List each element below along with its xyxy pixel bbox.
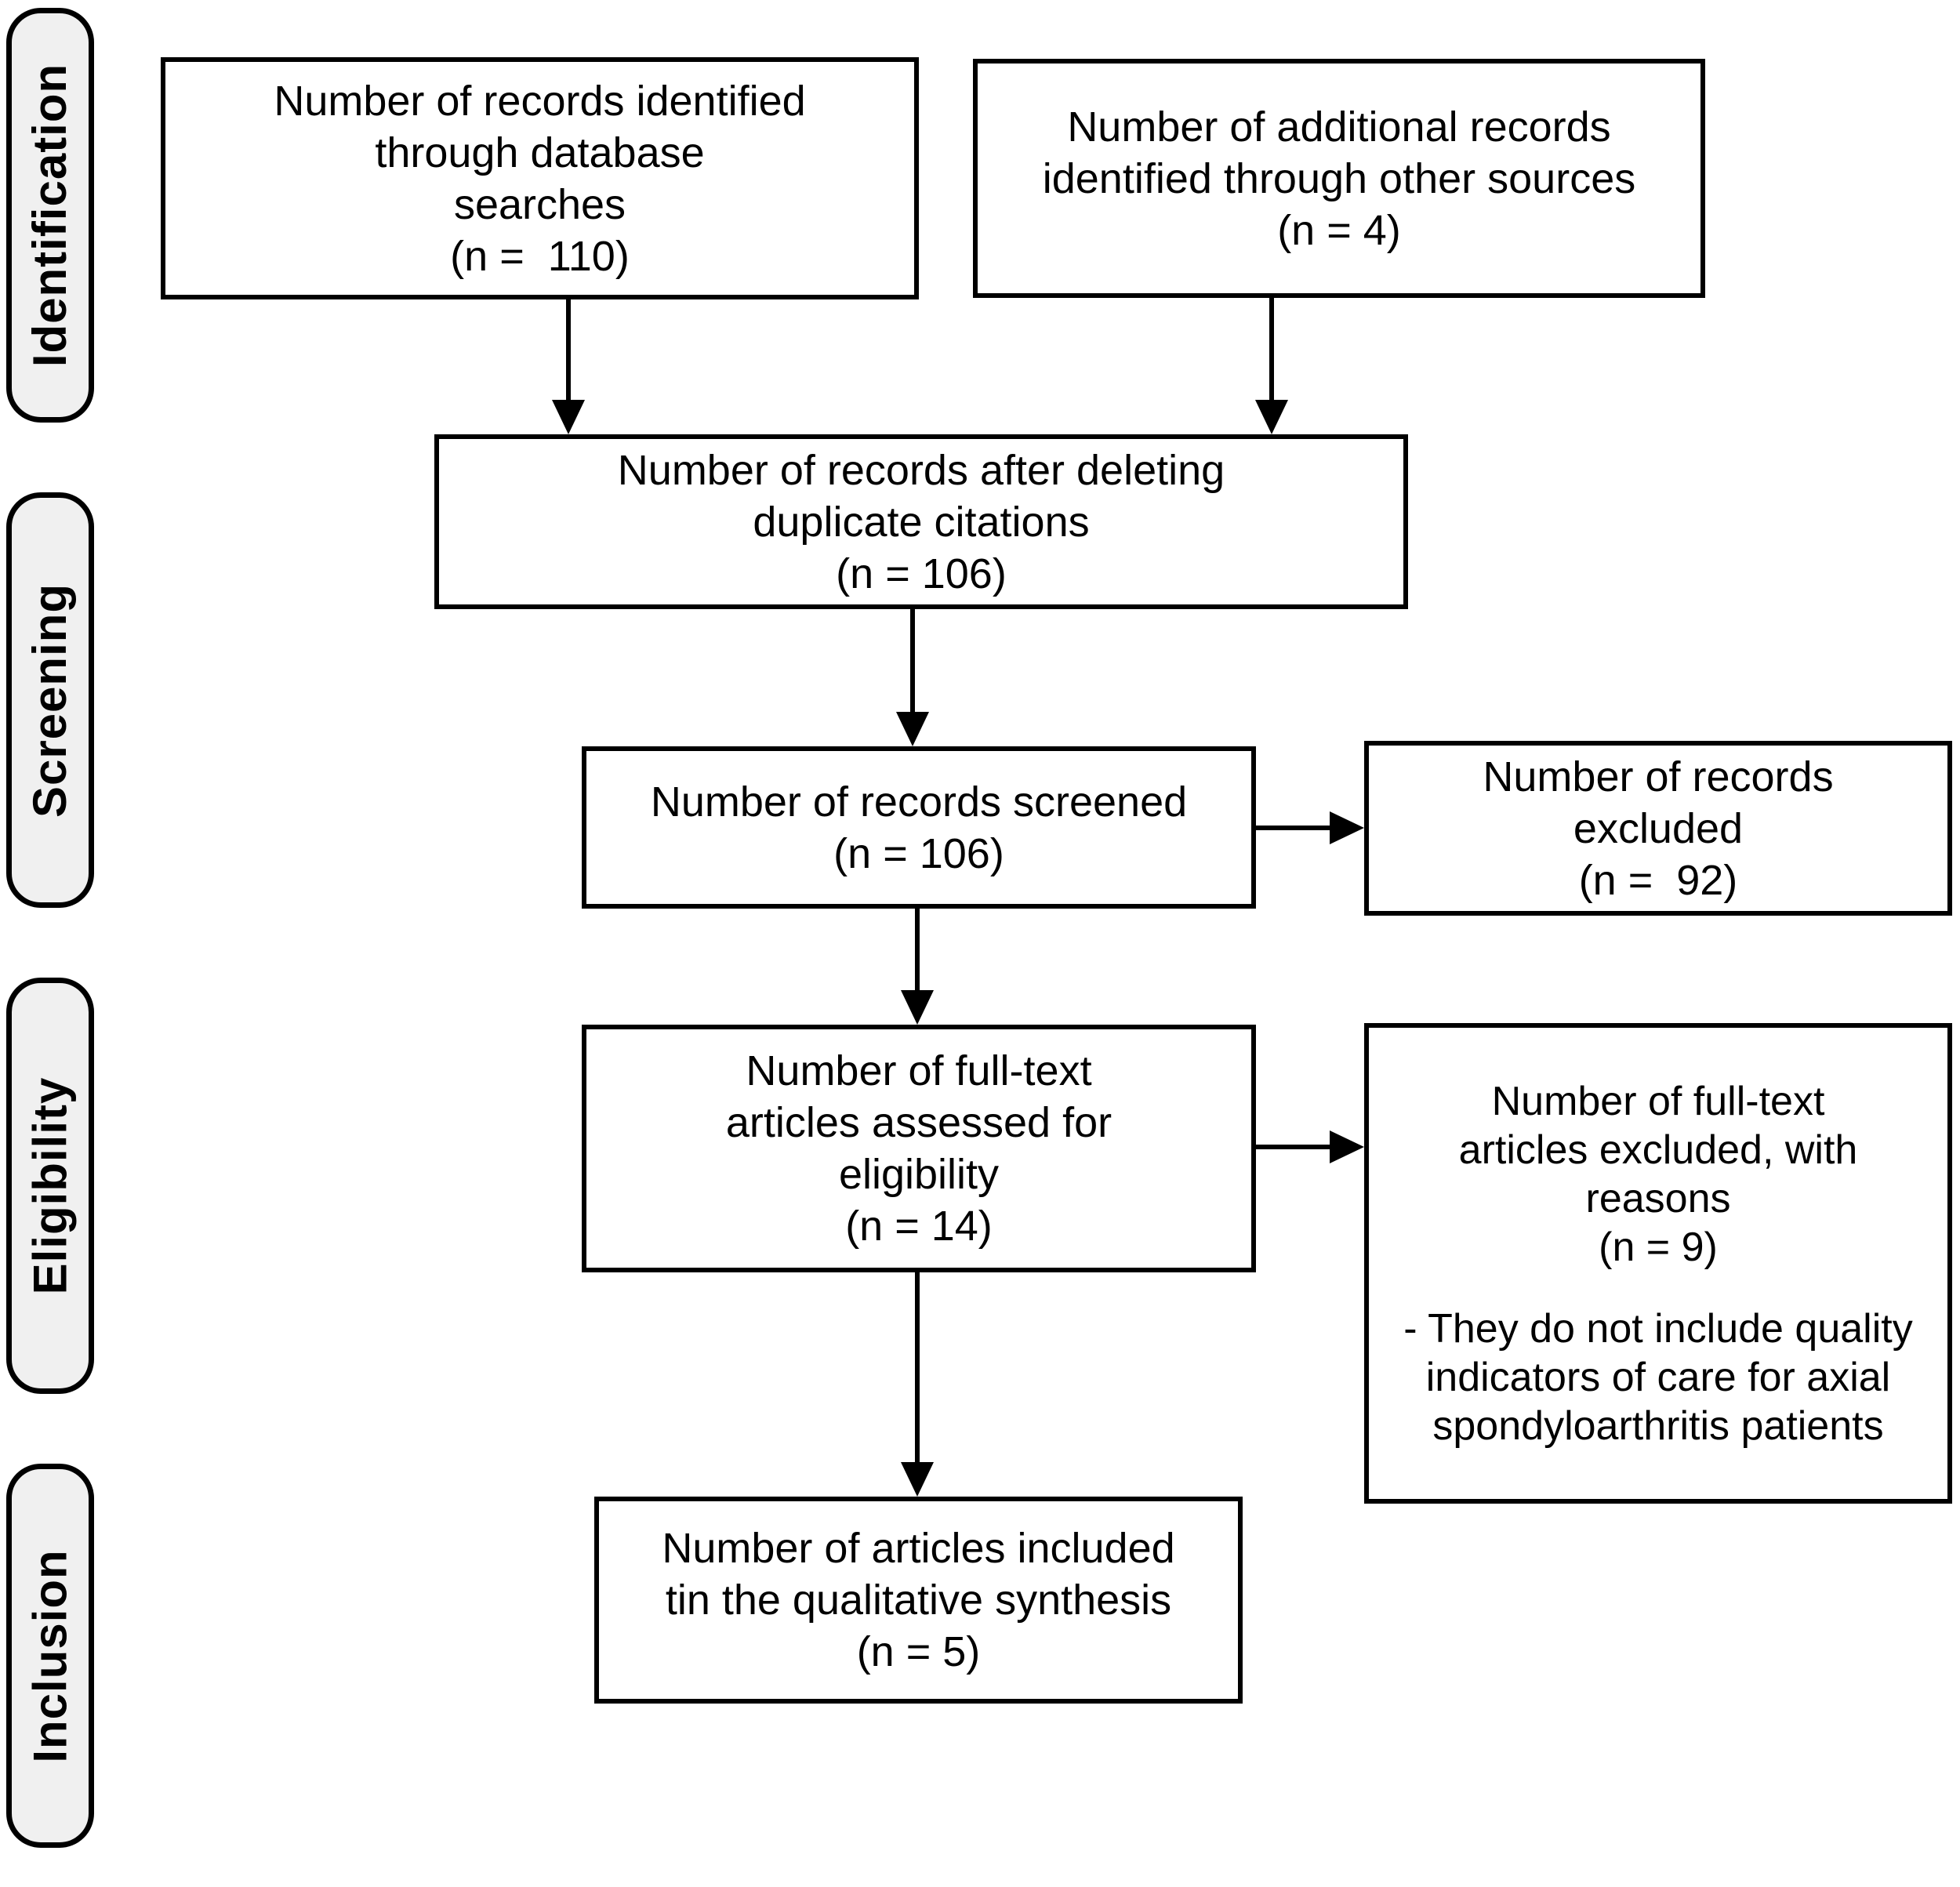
box-line: Number of full-text <box>746 1047 1092 1094</box>
exclusion-reason-line: spondyloarthritis patients <box>1432 1403 1884 1449</box>
box-line: tin the qualitative synthesis <box>665 1577 1172 1624</box>
box-line: (n = 92) <box>1578 856 1738 904</box>
box-line: (n = 5) <box>856 1628 981 1675</box>
arrow-down-icon <box>896 712 929 746</box>
box-fulltext-assessed: Number of full-text articles assessed fo… <box>582 1025 1256 1272</box>
box-line: articles excluded, with <box>1458 1127 1858 1173</box>
box-records-after-duplicates: Number of records after deleting duplica… <box>434 434 1408 609</box>
box-line: Number of articles included <box>662 1525 1175 1572</box>
box-line: through database <box>375 129 705 176</box>
arrow-shaft <box>1256 1145 1333 1149</box>
box-fulltext-excluded: Number of full-text articles excluded, w… <box>1364 1023 1952 1504</box>
box-line: (n = 14) <box>845 1203 993 1250</box>
stage-inclusion-label: Inclusion <box>24 1548 77 1763</box>
box-line: identified through other sources <box>1042 154 1636 202</box>
arrow-right-icon <box>1330 1130 1364 1163</box>
arrow-shaft <box>915 909 920 993</box>
box-line: (n = 106) <box>833 829 1004 877</box>
box-line: reasons <box>1585 1175 1731 1221</box>
box-line: Number of additional records <box>1067 103 1611 151</box>
box-line: articles assessed for <box>725 1099 1112 1146</box>
stage-identification: Identification <box>6 8 94 423</box>
arrow-shaft <box>1256 826 1333 830</box>
box-line: Number of records <box>1483 753 1834 800</box>
stage-identification-label: Identification <box>24 63 77 368</box>
box-line: Number of records identified <box>274 77 806 125</box>
stage-eligibility: Eligibility <box>6 978 94 1394</box>
box-line: excluded <box>1573 804 1744 852</box>
box-line: Number of records after deleting <box>617 446 1225 494</box>
arrow-shaft <box>910 609 915 715</box>
exclusion-reasons: - They do not include quality indicators… <box>1403 1305 1912 1450</box>
box-records-identified-database: Number of records identified through dat… <box>161 57 919 299</box>
stage-screening-label: Screening <box>24 582 77 818</box>
arrow-down-icon <box>552 400 585 434</box>
box-line: eligibility <box>838 1151 1000 1198</box>
stage-inclusion: Inclusion <box>6 1464 94 1848</box>
box-line: (n = 110) <box>450 232 630 280</box>
box-line: Number of full-text <box>1491 1078 1825 1124</box>
box-records-identified-other: Number of additional records identified … <box>973 59 1705 298</box>
box-line: (n = 9) <box>1599 1224 1718 1270</box>
arrow-right-icon <box>1330 811 1364 844</box>
box-line: duplicate citations <box>753 498 1090 546</box>
arrow-down-icon <box>901 990 934 1025</box>
stage-screening: Screening <box>6 492 94 908</box>
arrow-down-icon <box>1255 400 1288 434</box>
exclusion-reason-line: indicators of care for axial <box>1425 1354 1891 1400</box>
box-articles-included: Number of articles included tin the qual… <box>594 1497 1243 1704</box>
exclusion-reason-line: - They do not include quality <box>1403 1305 1913 1352</box>
arrow-down-icon <box>901 1462 934 1497</box>
arrow-shaft <box>915 1272 920 1465</box>
box-records-screened: Number of records screened (n = 106) <box>582 746 1256 909</box>
box-line: (n = 4) <box>1277 206 1401 254</box>
box-line: searches <box>453 180 626 228</box>
arrow-shaft <box>566 299 571 403</box>
box-line: Number of records screened <box>650 778 1188 826</box>
box-line: (n = 106) <box>836 550 1007 597</box>
arrow-shaft <box>1269 298 1274 403</box>
stage-eligibility-label: Eligibility <box>24 1076 77 1295</box>
box-records-excluded: Number of records excluded (n = 92) <box>1364 741 1952 916</box>
